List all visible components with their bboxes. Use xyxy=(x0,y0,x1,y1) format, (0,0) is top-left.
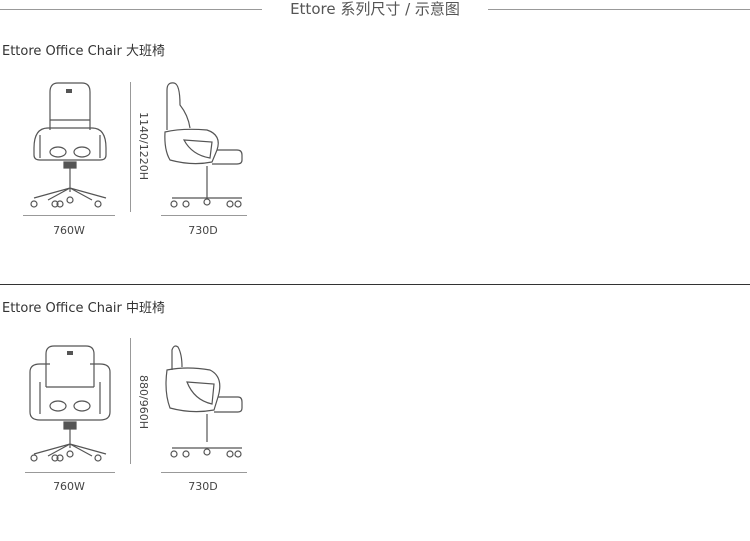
width-dimension-line xyxy=(23,215,115,216)
depth-dimension-line xyxy=(161,472,247,473)
width-label: 760W xyxy=(53,480,85,493)
page-title: Ettore 系列尺寸 / 示意图 xyxy=(280,0,470,18)
height-label: 1140/1220H xyxy=(137,112,150,180)
height-dimension-line xyxy=(130,82,131,212)
depth-dimension-line xyxy=(161,215,247,216)
side-view-chair-high-back xyxy=(164,82,243,208)
front-view-chair-mid-back xyxy=(29,345,111,462)
section-title-mid-back: Ettore Office Chair 中班椅 xyxy=(2,301,166,316)
header-rule-left xyxy=(0,9,262,10)
height-dimension-line xyxy=(130,338,131,464)
depth-label: 730D xyxy=(188,480,218,493)
section-title-high-back: Ettore Office Chair 大班椅 xyxy=(2,44,166,59)
page-header: Ettore 系列尺寸 / 示意图 xyxy=(0,0,750,20)
depth-label: 730D xyxy=(188,224,218,237)
side-view-chair-mid-back xyxy=(165,345,243,458)
header-rule-right xyxy=(488,9,750,10)
width-dimension-line xyxy=(25,472,115,473)
section-divider xyxy=(0,284,750,285)
height-label: 880/960H xyxy=(137,375,150,429)
width-label: 760W xyxy=(53,224,85,237)
front-view-chair-high-back xyxy=(30,82,107,208)
